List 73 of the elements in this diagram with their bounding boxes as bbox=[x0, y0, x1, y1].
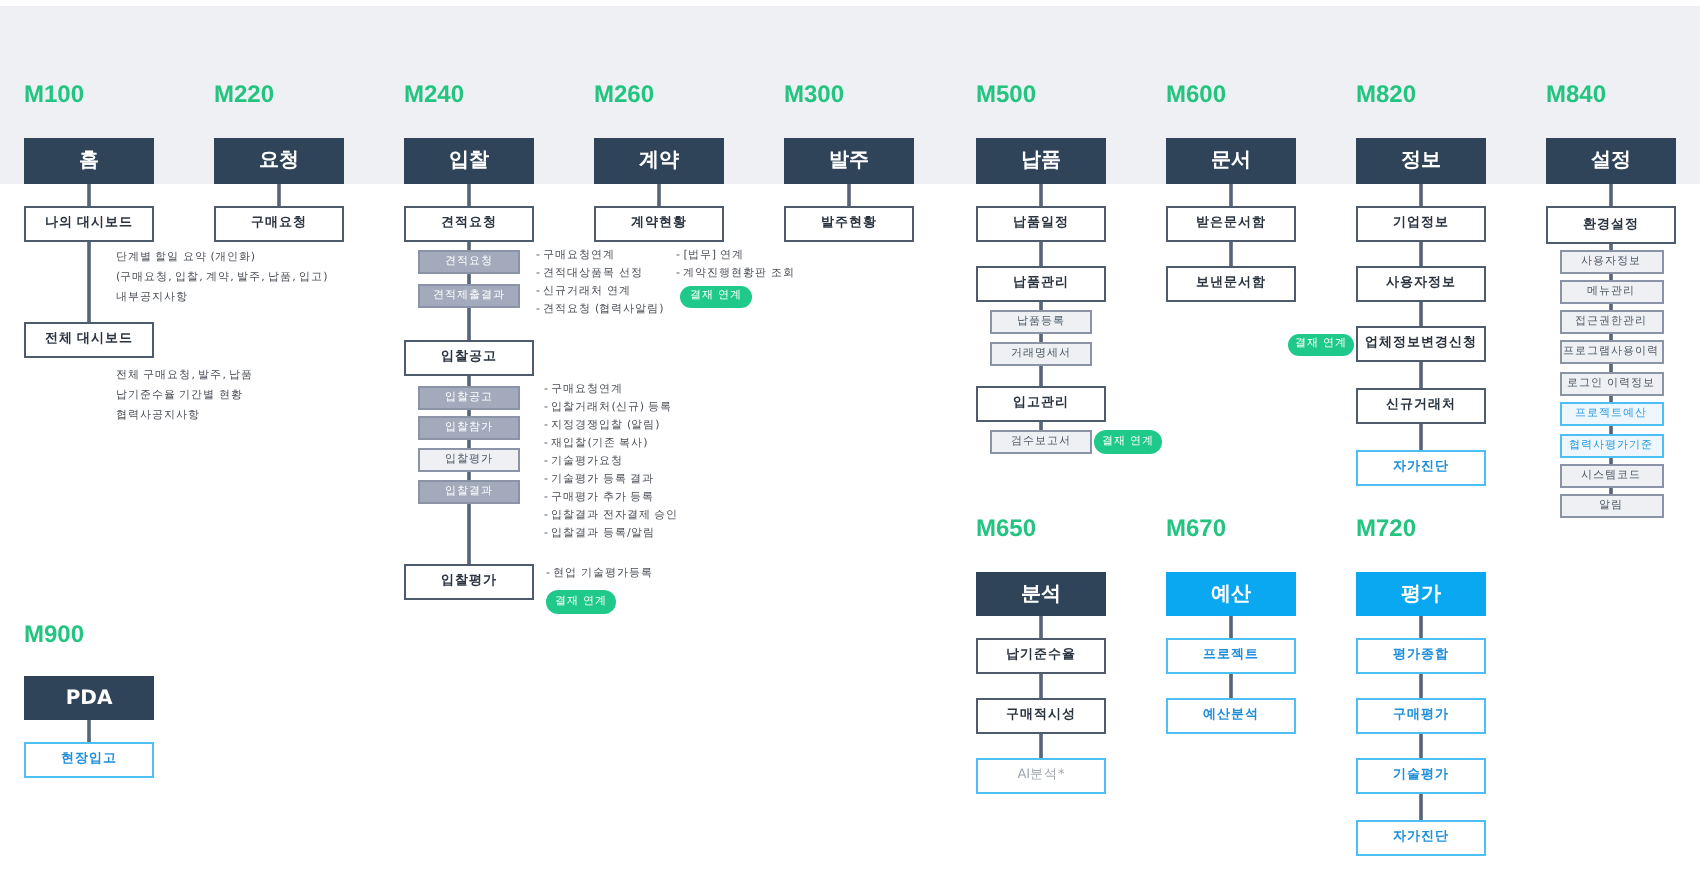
connector-line bbox=[87, 720, 91, 742]
connector-line bbox=[1419, 242, 1423, 266]
section-code: M300 bbox=[784, 82, 845, 106]
menu-header: 설정 bbox=[1546, 138, 1676, 184]
section-code: M260 bbox=[594, 82, 655, 106]
section-code: M820 bbox=[1356, 82, 1417, 106]
connector-line bbox=[1609, 396, 1613, 402]
connector-line bbox=[1039, 422, 1043, 430]
connector-line bbox=[1609, 244, 1613, 250]
connector-line bbox=[1039, 242, 1043, 266]
connector-line bbox=[847, 184, 851, 206]
connector-line bbox=[1609, 304, 1613, 310]
menu-header: 요청 bbox=[214, 138, 344, 184]
section-code: M720 bbox=[1356, 516, 1417, 540]
section-code: M600 bbox=[1166, 82, 1227, 106]
section-code: M100 bbox=[24, 82, 85, 106]
connector-line bbox=[1609, 364, 1613, 372]
connector-line bbox=[1609, 184, 1613, 206]
connector-line bbox=[1419, 302, 1423, 326]
connector-line bbox=[1419, 616, 1423, 638]
connector-line bbox=[1609, 458, 1613, 464]
connector-line bbox=[467, 242, 471, 250]
connector-line bbox=[657, 184, 661, 206]
menu-header: 홈 bbox=[24, 138, 154, 184]
connector-line bbox=[467, 376, 471, 386]
menu-header: 발주 bbox=[784, 138, 914, 184]
connector-line bbox=[467, 440, 471, 448]
connector-line bbox=[1419, 184, 1423, 206]
menu-header: 계약 bbox=[594, 138, 724, 184]
connector-line bbox=[87, 242, 91, 322]
menu-header: 입찰 bbox=[404, 138, 534, 184]
section-code: M840 bbox=[1546, 82, 1607, 106]
connector-line bbox=[1039, 334, 1043, 342]
section-code: M220 bbox=[214, 82, 275, 106]
connector-line bbox=[1609, 274, 1613, 280]
connector-line bbox=[1609, 488, 1613, 494]
section-code: M240 bbox=[404, 82, 465, 106]
connector-line bbox=[467, 184, 471, 206]
section-code: M650 bbox=[976, 516, 1037, 540]
menu-header: 분석 bbox=[976, 572, 1106, 616]
connector-line bbox=[277, 184, 281, 206]
menu-header: 납품 bbox=[976, 138, 1106, 184]
connector-line bbox=[1419, 362, 1423, 388]
section-code: M670 bbox=[1166, 516, 1227, 540]
connector-line bbox=[1419, 794, 1423, 820]
connector-line bbox=[467, 274, 471, 284]
connector-line bbox=[1039, 616, 1043, 638]
connector-line bbox=[1229, 184, 1233, 206]
connector-line bbox=[1039, 734, 1043, 758]
connector-line bbox=[1039, 674, 1043, 698]
connector-line bbox=[1229, 674, 1233, 698]
connector-line bbox=[1419, 424, 1423, 450]
connector-line bbox=[87, 184, 91, 206]
connector-line bbox=[1039, 366, 1043, 386]
connector-line bbox=[1229, 616, 1233, 638]
connector-line bbox=[467, 308, 471, 340]
section-code: M900 bbox=[24, 622, 85, 646]
connector-line bbox=[1609, 426, 1613, 434]
connector-line bbox=[1229, 242, 1233, 266]
connector-line bbox=[467, 504, 471, 564]
section-code: M500 bbox=[976, 82, 1037, 106]
connector-line bbox=[1039, 184, 1043, 206]
menu-header: 예산 bbox=[1166, 572, 1296, 616]
connector-line bbox=[1039, 302, 1043, 310]
connector-line bbox=[1609, 334, 1613, 340]
connector-line bbox=[467, 472, 471, 480]
connector-line bbox=[1419, 734, 1423, 758]
menu-header: 문서 bbox=[1166, 138, 1296, 184]
connector-line bbox=[467, 410, 471, 416]
menu-header: 평가 bbox=[1356, 572, 1486, 616]
menu-header: PDA bbox=[24, 676, 154, 720]
connector-line bbox=[1419, 674, 1423, 698]
menu-header: 정보 bbox=[1356, 138, 1486, 184]
